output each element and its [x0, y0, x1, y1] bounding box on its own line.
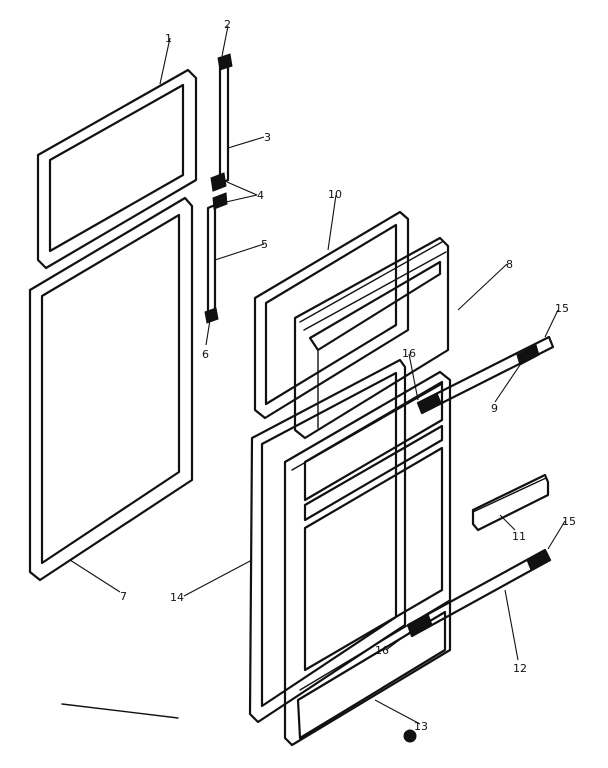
callout-16-lower: 16 — [375, 644, 389, 657]
upper-hinge-cover — [218, 56, 230, 186]
lower-door-gasket — [28, 196, 194, 582]
leader-lines — [69, 25, 566, 725]
fresh-food-door-gasket — [248, 358, 407, 724]
upper-door-gasket — [36, 68, 198, 270]
callouts: 1 2 3 4 5 6 7 8 9 10 11 12 13 14 15 15 1… — [120, 18, 576, 733]
callout-16-upper: 16 — [402, 347, 416, 360]
callout-6: 6 — [202, 348, 209, 361]
callout-8: 8 — [506, 258, 513, 271]
callout-14: 14 — [170, 591, 184, 604]
top-hinge — [217, 53, 233, 71]
freezer-door-liner — [293, 236, 450, 440]
callout-3: 3 — [264, 131, 271, 144]
lower-hinge-cover — [206, 203, 217, 320]
callout-7: 7 — [120, 590, 127, 603]
callout-15-lower: 15 — [562, 515, 576, 528]
callout-13: 13 — [414, 720, 428, 733]
callout-4: 4 — [257, 189, 264, 202]
fresh-food-shelf-bar-12 — [406, 548, 552, 638]
callout-2: 2 — [224, 18, 231, 31]
callout-1: 1 — [165, 32, 172, 45]
door-stop-13 — [403, 729, 417, 743]
callout-5: 5 — [261, 238, 268, 251]
freezer-shelf-bar-9 — [416, 335, 555, 415]
callout-9: 9 — [491, 402, 498, 415]
callout-15-upper: 15 — [555, 302, 569, 315]
door-shelf-11 — [471, 473, 550, 532]
callout-12: 12 — [513, 662, 527, 675]
freezer-door-gasket — [253, 210, 410, 420]
center-hinge — [210, 172, 228, 210]
bottom-hinge — [204, 307, 219, 324]
callout-11: 11 — [512, 530, 526, 543]
stray-line — [61, 703, 179, 719]
callout-10: 10 — [328, 188, 342, 201]
